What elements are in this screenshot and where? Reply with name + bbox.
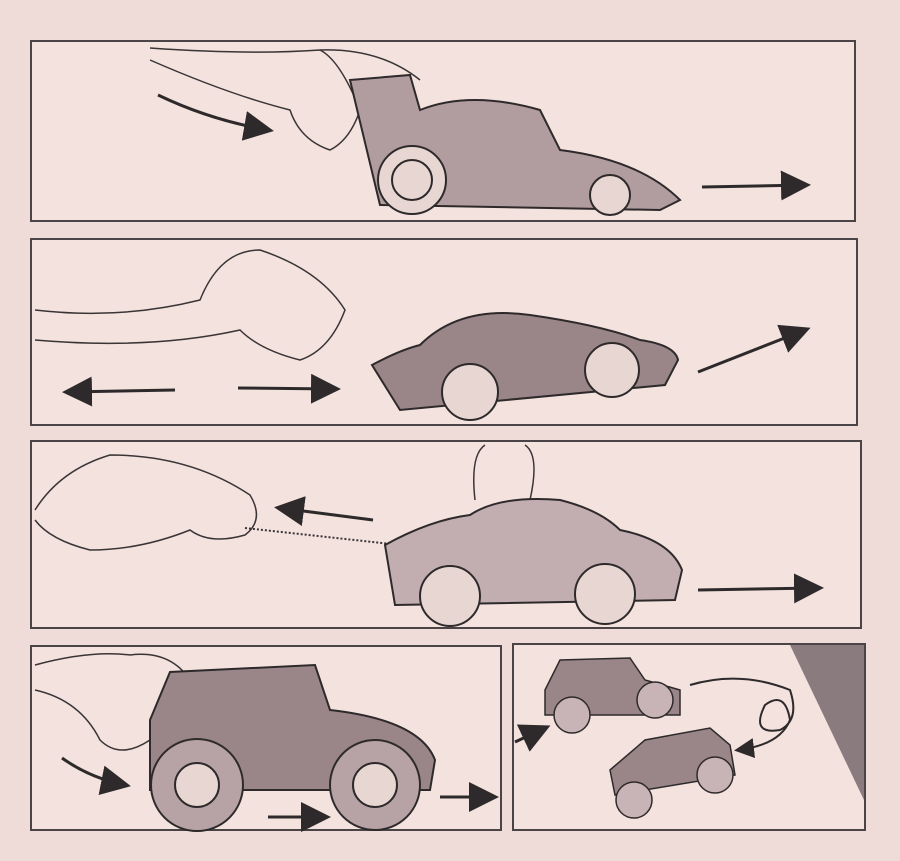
wall-icon [790,645,864,800]
arrow-right-icon [701,170,811,201]
arrow-right-icon [61,756,131,795]
coupe-car-icon [383,498,684,627]
loop-arrow-icon [689,677,795,759]
dragster-car-icon [348,73,682,216]
monster-car-icon [149,663,437,832]
sports-car-icon [370,312,680,421]
hand-icon [149,47,421,151]
hand-icon [34,249,346,361]
hand-icon [34,444,535,551]
ripcord-icon [244,527,401,546]
arrow-right-icon [157,93,274,141]
arrow-right-icon [237,373,341,404]
arrow-left-icon [274,496,374,526]
arrow-left-icon [62,376,176,407]
arrow-up-right-icon [697,324,811,374]
monster-car-icon [544,657,681,734]
monster-car-icon [609,727,736,819]
arrow-right-icon [697,573,824,604]
arrow-right-icon [514,724,551,752]
